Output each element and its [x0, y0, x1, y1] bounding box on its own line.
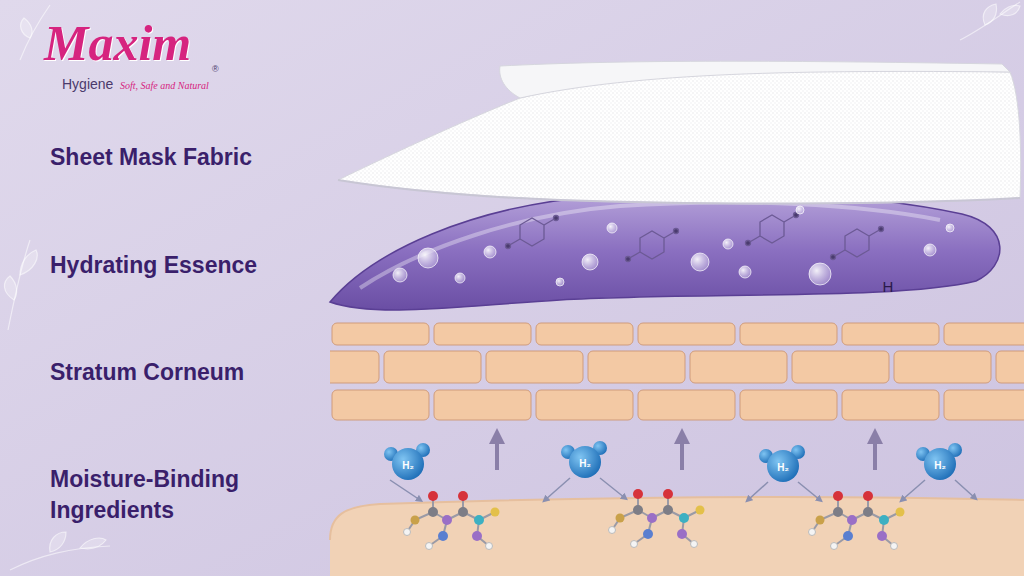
molecule-label: H₂	[777, 462, 789, 473]
layer-label: Stratum Corneum	[50, 357, 244, 388]
molecule-label: H₂	[934, 460, 946, 471]
logo-subtitle: Hygiene	[62, 76, 113, 92]
atom-symbol: H	[883, 278, 894, 295]
layer-label: Moisture-Binding Ingredients	[50, 464, 280, 526]
registered-mark: ®	[212, 64, 219, 74]
molecule-label: H₂	[579, 458, 591, 469]
layer-label: Sheet Mask Fabric	[50, 142, 252, 173]
layer-label: Hydrating Essence	[50, 250, 257, 281]
logo-tagline: Soft, Safe and Natural	[120, 80, 209, 91]
logo-wordmark: Maxim	[44, 14, 191, 72]
molecule-label: H₂	[402, 460, 414, 471]
